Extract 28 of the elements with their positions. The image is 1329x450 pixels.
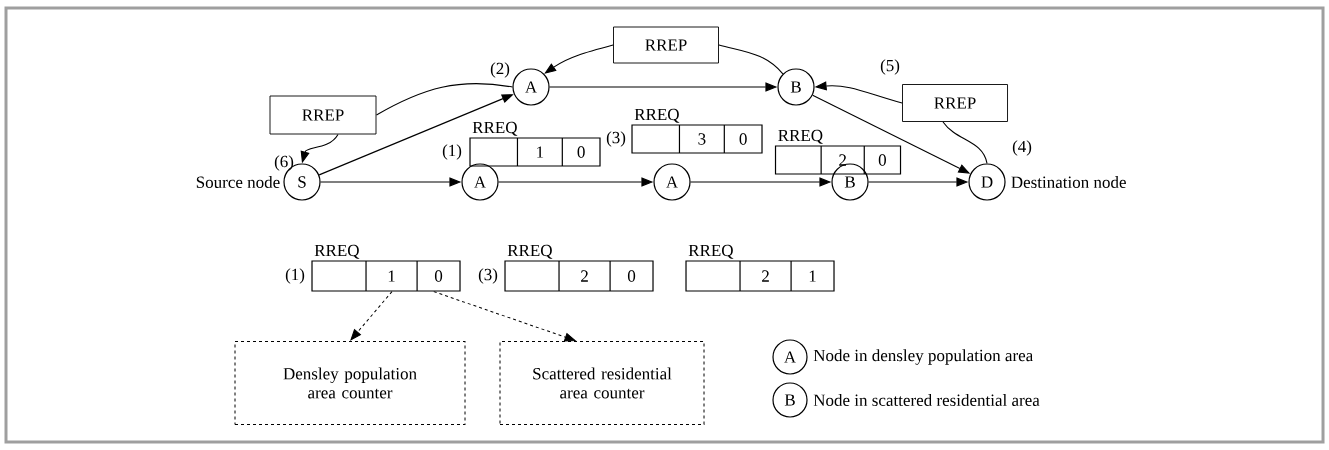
arrow [350, 291, 393, 341]
packet-table: RREQ 2 1 [685, 244, 835, 292]
node-label: RREQ [634, 108, 680, 123]
node-caption: Destination node [1011, 176, 1126, 188]
counter-box: Scattered residential area counter [499, 341, 705, 425]
message-box: RREP [613, 26, 719, 64]
message-box: RREP [902, 84, 1008, 122]
step-number: (3) [606, 131, 626, 147]
node-label: RREQ [314, 244, 360, 259]
packet-table: RREQ 1 0 [311, 244, 461, 292]
counter-box: Densley population area counter [234, 341, 466, 425]
step-number: (5) [880, 59, 900, 75]
packet-table: RREQ 3 0 [631, 108, 763, 154]
node-label: RREQ [688, 244, 734, 259]
message-box: RREP [269, 95, 377, 135]
step-number: (2) [490, 62, 510, 78]
node-caption: Source node [196, 176, 280, 188]
packet-table: RREQ 2 0 [504, 244, 654, 292]
node-label: RREQ [507, 244, 553, 259]
legend-text: Node in densley population area [813, 349, 1033, 365]
step-number: (4) [1012, 140, 1032, 156]
arrow [433, 291, 576, 342]
step-number: (1) [442, 144, 462, 160]
step-number: (3) [478, 268, 498, 284]
arrow [544, 44, 614, 74]
node-label: RREQ [778, 129, 823, 144]
node-label: RREQ [472, 121, 518, 136]
legend-text: Node in scattered residential area [813, 394, 1040, 406]
